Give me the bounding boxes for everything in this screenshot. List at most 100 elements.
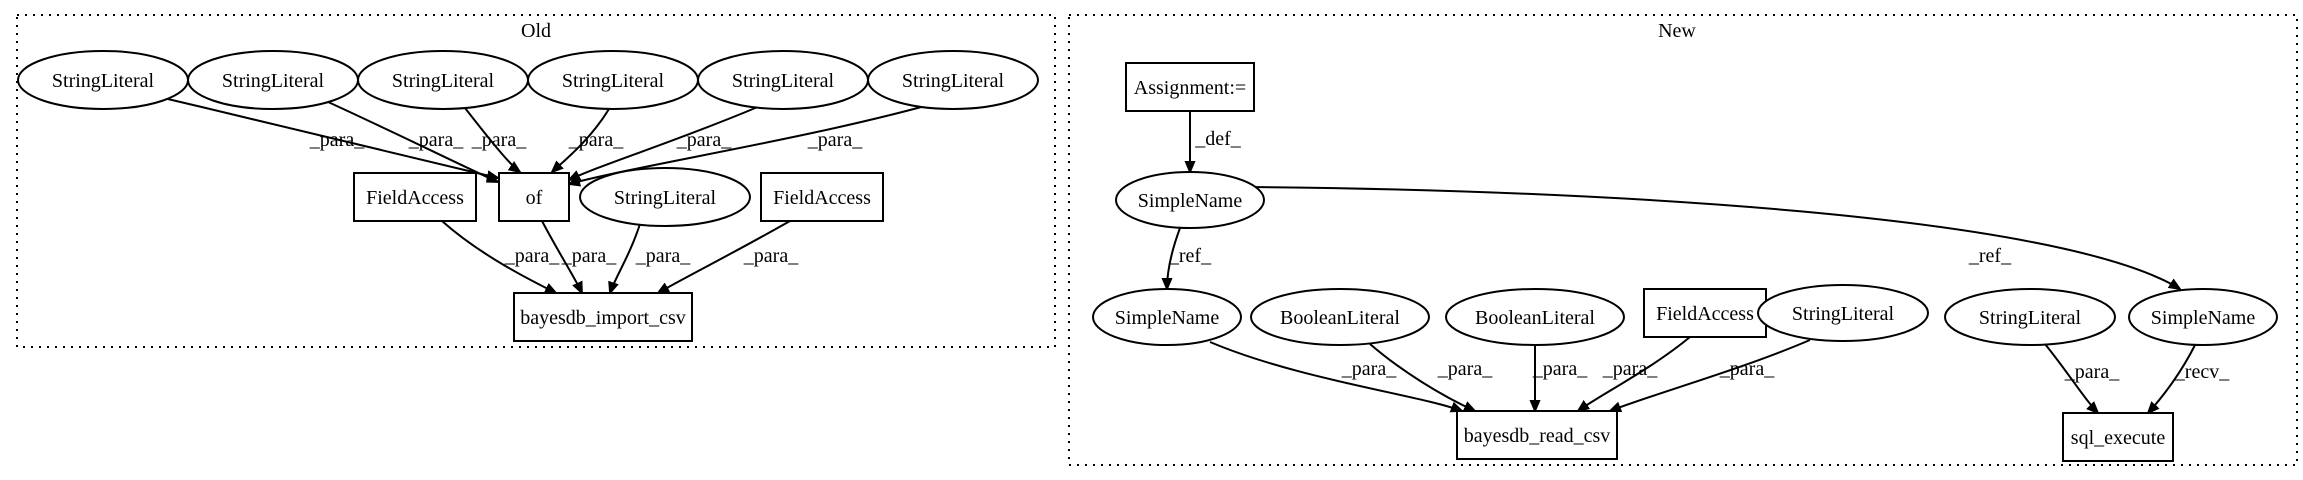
edge-label: _para_ xyxy=(635,245,691,267)
edge-arrow xyxy=(1610,339,1811,411)
node-label: BooleanLiteral xyxy=(1280,307,1400,329)
edge-label: _para_ xyxy=(309,129,365,151)
edge-arrow xyxy=(1249,186,2180,289)
edge-arrow xyxy=(610,223,641,293)
edge-label: _ref_ xyxy=(1968,245,2012,267)
node-label: SimpleName xyxy=(1138,190,1243,212)
edge-old_fa1-to-old_import: _para_ xyxy=(441,220,560,293)
edge-arrow xyxy=(1369,343,1475,411)
edge-label: _para_ xyxy=(568,129,624,151)
node-new_sql: sql_execute xyxy=(2062,412,2174,462)
edge-arrow xyxy=(2148,344,2196,413)
cluster-old: Old xyxy=(16,14,1056,348)
node-old_sl3: StringLiteral xyxy=(357,50,529,110)
node-old_sl1: StringLiteral xyxy=(17,50,189,110)
node-label: bayesdb_read_csv xyxy=(1464,425,1611,447)
node-label: BooleanLiteral xyxy=(1475,307,1595,329)
node-label: FieldAccess xyxy=(1656,303,1754,325)
edge-old_of-to-old_import: _para_ xyxy=(541,220,617,293)
clusters: Old New xyxy=(16,14,2298,466)
edge-new_sn_top-to-new_sn_left: _ref_ xyxy=(1167,227,1212,289)
node-new_sl2: StringLiteral xyxy=(1944,288,2116,346)
node-label: StringLiteral xyxy=(1979,307,2082,329)
node-ellipse xyxy=(1092,288,1242,346)
cluster-old-border xyxy=(16,14,1056,348)
node-box xyxy=(498,172,570,222)
edge-old_sl3-to-old_of: _para_ xyxy=(464,107,527,172)
edge-arrow xyxy=(1209,341,1462,411)
node-box xyxy=(1456,410,1618,460)
cluster-new: New xyxy=(1068,14,2298,466)
edge-label: _para_ xyxy=(504,245,560,267)
node-new_sn_left: SimpleName xyxy=(1092,288,1242,346)
node-label: StringLiteral xyxy=(392,70,495,92)
node-new_sn_top: SimpleName xyxy=(1115,171,1265,229)
edge-new_sn_right-to-new_sql: _recv_ xyxy=(2148,344,2230,413)
node-ellipse xyxy=(1115,171,1265,229)
edge-label: _para_ xyxy=(676,129,732,151)
edge-label: _recv_ xyxy=(2174,361,2230,383)
edge-new_bool1-to-new_read: _para_ xyxy=(1369,343,1493,411)
edge-label: _para_ xyxy=(408,129,464,151)
node-label: FieldAccess xyxy=(366,187,464,209)
edge-old_sl6-to-old_of: _para_ xyxy=(569,105,926,184)
edge-label: _para_ xyxy=(1602,358,1658,380)
edge-arrow xyxy=(569,105,761,180)
edge-new_sl1-to-new_read: _para_ xyxy=(1610,339,1811,411)
node-label: sql_execute xyxy=(2071,427,2166,449)
node-label: of xyxy=(526,187,543,209)
edge-label: _para_ xyxy=(1719,358,1775,380)
node-new_read: bayesdb_read_csv xyxy=(1456,410,1618,460)
edge-old_sl7-to-old_import: _para_ xyxy=(610,223,691,293)
edge-arrow xyxy=(441,220,556,293)
node-ellipse xyxy=(867,50,1039,110)
node-new_bool2: BooleanLiteral xyxy=(1445,288,1625,346)
edge-label: _para_ xyxy=(807,129,863,151)
node-label: StringLiteral xyxy=(1792,303,1895,325)
node-new_sl1: StringLiteral xyxy=(1757,284,1929,342)
edge-new_bool2-to-new_read: _para_ xyxy=(1532,345,1588,411)
edge-old_sl5-to-old_of: _para_ xyxy=(569,105,761,180)
node-old_fa1: FieldAccess xyxy=(353,172,477,222)
edge-arrow xyxy=(658,220,791,293)
node-label: Assignment:= xyxy=(1134,77,1246,99)
node-label: bayesdb_import_csv xyxy=(520,307,686,329)
node-label: StringLiteral xyxy=(614,187,717,209)
edge-new_sn_top-to-new_sn_right: _ref_ xyxy=(1249,186,2180,289)
edge-label: _para_ xyxy=(1532,358,1588,380)
node-old_sl7: StringLiteral xyxy=(579,167,751,227)
edge-arrow xyxy=(314,95,498,182)
node-label: SimpleName xyxy=(2151,307,2256,329)
edge-new_fa-to-new_read: _para_ xyxy=(1578,336,1691,411)
edge-new_sl2-to-new_sql: _para_ xyxy=(2044,343,2120,413)
node-label: FieldAccess xyxy=(773,187,871,209)
node-box xyxy=(760,172,884,222)
node-label: StringLiteral xyxy=(902,70,1005,92)
cluster-old-title: Old xyxy=(521,20,551,42)
edge-arrow xyxy=(1578,336,1691,411)
edge-arrow xyxy=(569,105,926,184)
node-box xyxy=(1125,62,1255,112)
edge-label: _para_ xyxy=(2064,361,2120,383)
edge-arrow xyxy=(552,108,610,172)
edge-label: _para_ xyxy=(471,129,527,151)
edge-label: _para_ xyxy=(743,245,799,267)
edge-label: _ref_ xyxy=(1168,245,1212,267)
node-label: StringLiteral xyxy=(732,70,835,92)
edge-label: _para_ xyxy=(561,245,617,267)
node-old_sl4: StringLiteral xyxy=(527,50,699,110)
node-new_bool1: BooleanLiteral xyxy=(1250,288,1430,346)
edge-arrow xyxy=(2044,343,2098,413)
edge-label: _def_ xyxy=(1194,128,1242,150)
edge-old_sl4-to-old_of: _para_ xyxy=(552,108,624,172)
node-box xyxy=(513,292,693,342)
node-old_sl6: StringLiteral xyxy=(867,50,1039,110)
node-ellipse xyxy=(1445,288,1625,346)
edge-arrow xyxy=(1167,227,1181,289)
node-old_sl2: StringLiteral xyxy=(187,50,359,110)
edges: _para__para__para__para__para__para__par… xyxy=(154,95,2230,413)
node-old_of: of xyxy=(498,172,570,222)
node-label: SimpleName xyxy=(1115,307,1220,329)
